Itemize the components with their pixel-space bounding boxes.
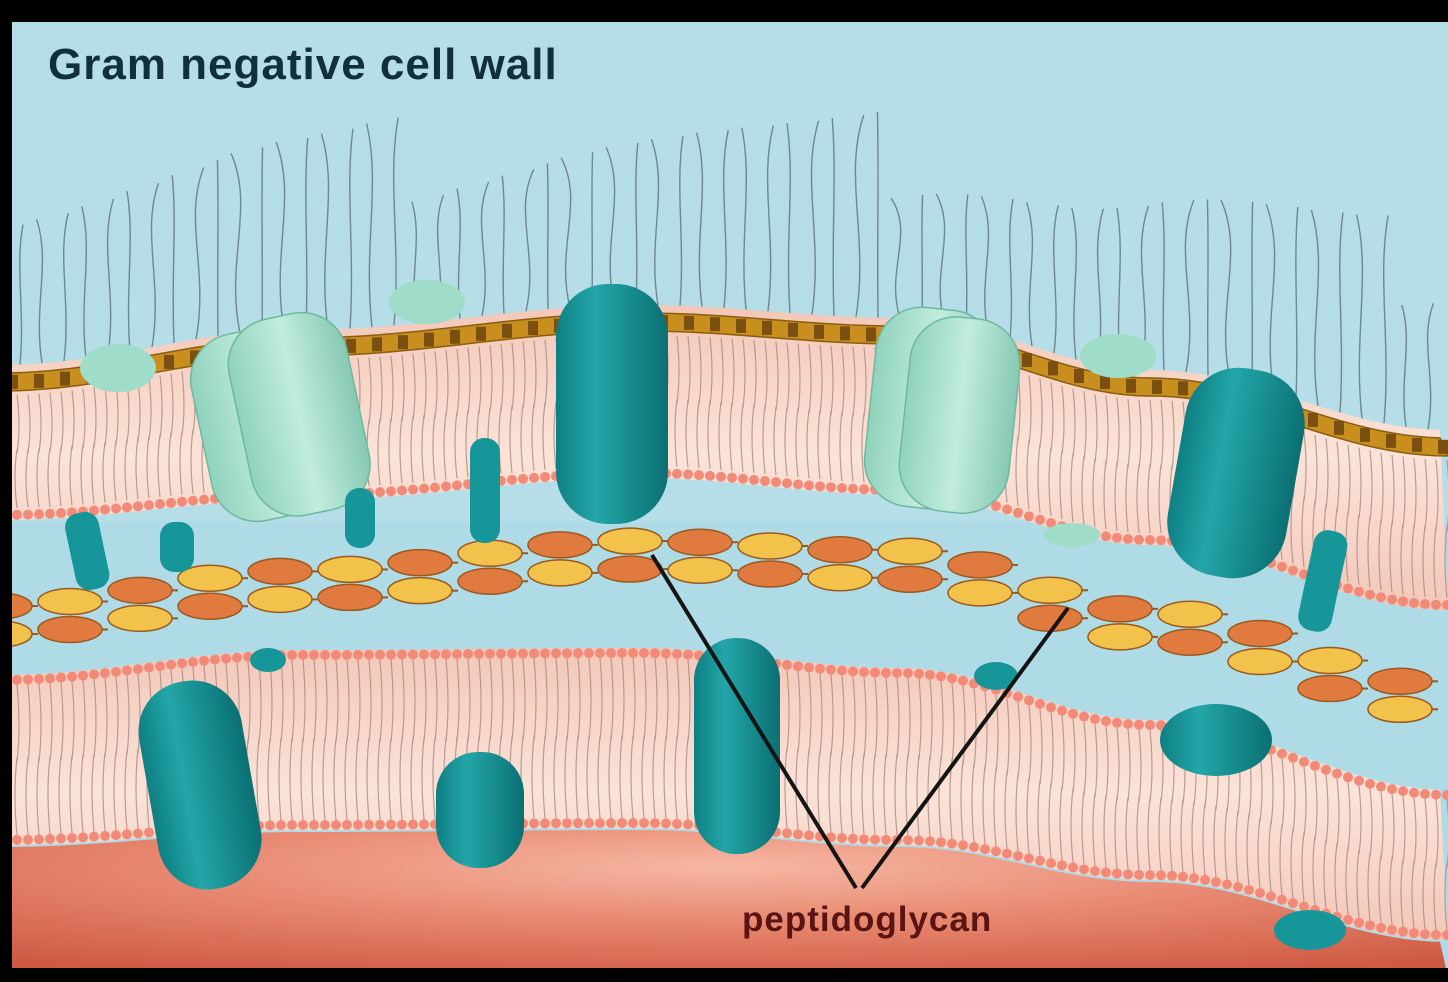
inner-membrane-protein bbox=[436, 752, 524, 868]
lipoprotein bbox=[470, 438, 500, 543]
peptidoglycan-label: peptidoglycan bbox=[742, 900, 992, 940]
periplasmic-protein bbox=[1274, 910, 1346, 950]
surface-protein bbox=[80, 344, 156, 392]
surface-protein bbox=[1080, 334, 1156, 378]
lipoprotein bbox=[160, 522, 194, 572]
lipoprotein bbox=[345, 488, 375, 548]
surface-protein bbox=[1044, 523, 1100, 547]
frame-bottom bbox=[0, 968, 1448, 977]
surface-protein bbox=[389, 280, 465, 324]
frame-top bbox=[0, 0, 1448, 22]
frame-left bbox=[0, 0, 12, 977]
outer-membrane-protein bbox=[556, 284, 668, 524]
porin bbox=[860, 303, 1025, 518]
periplasmic-protein bbox=[250, 648, 286, 672]
inner-membrane-protein bbox=[1160, 704, 1272, 776]
diagram-title: Gram negative cell wall bbox=[48, 40, 558, 90]
